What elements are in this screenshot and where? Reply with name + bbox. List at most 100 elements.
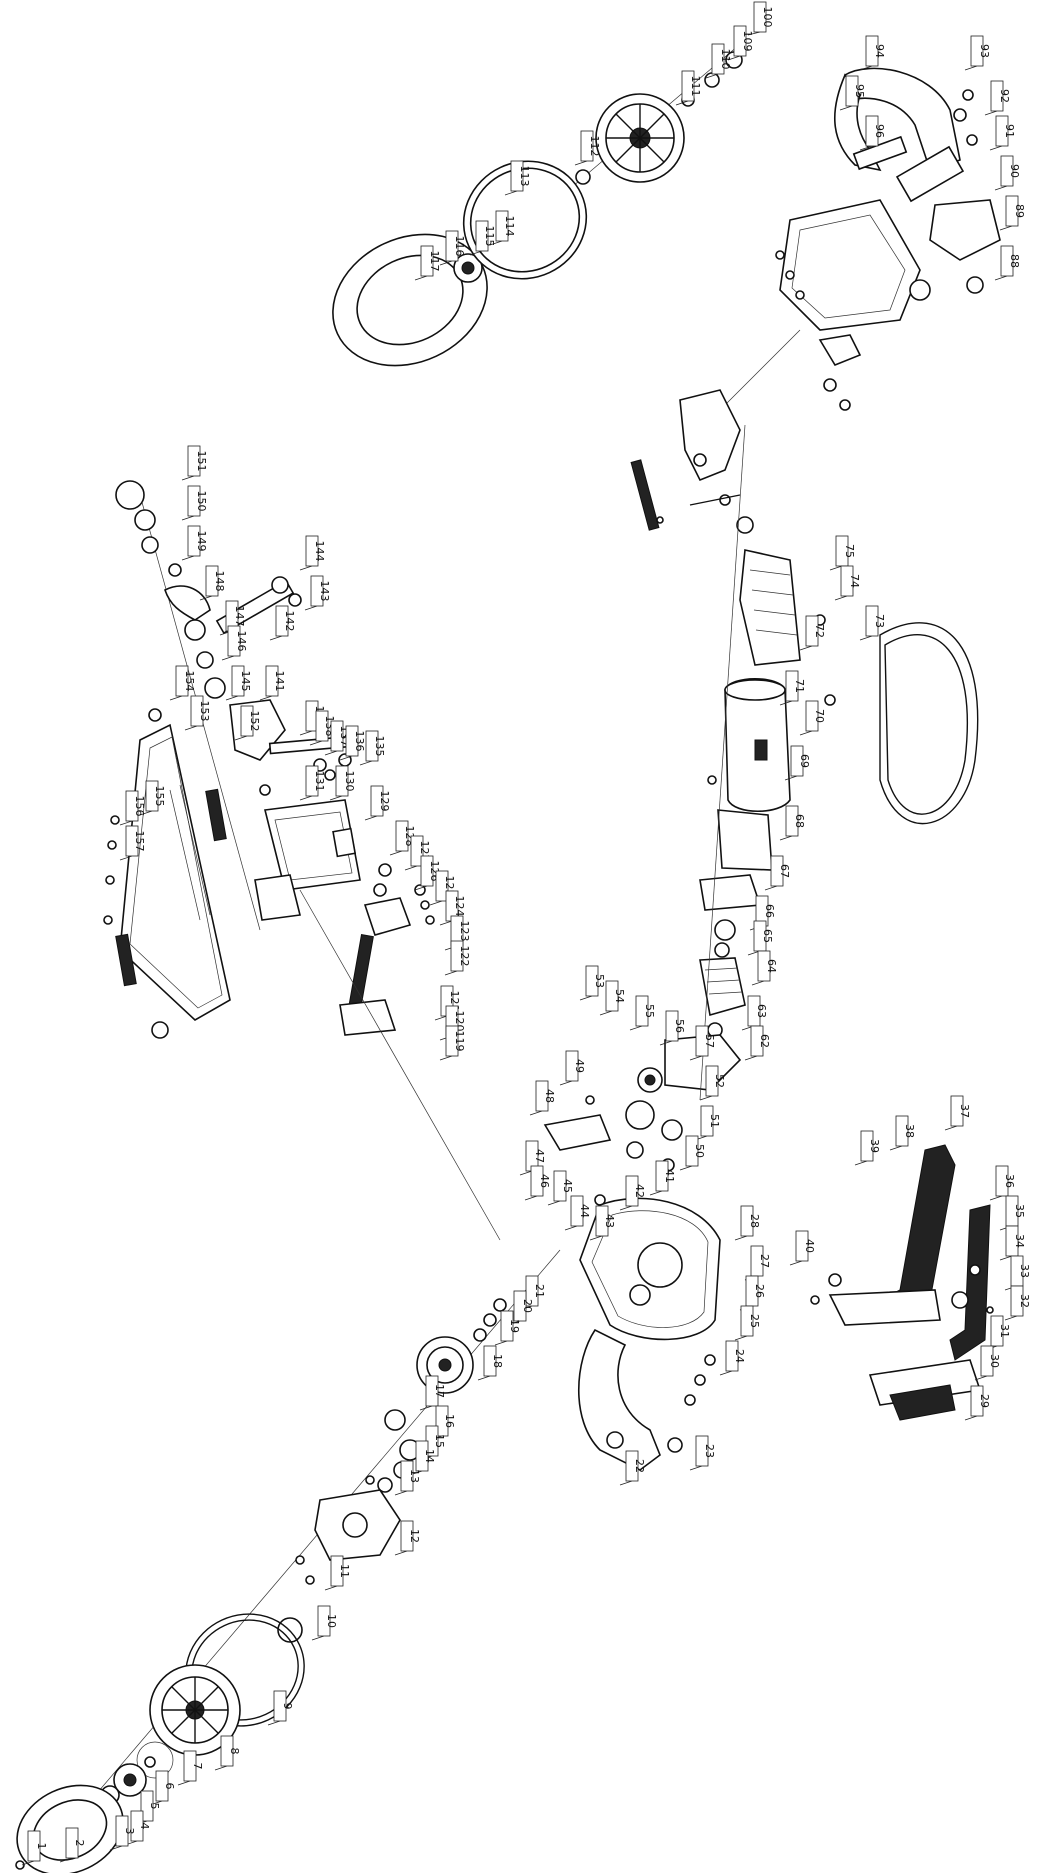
callout-number: 28	[748, 1214, 761, 1228]
callout-box	[227, 625, 241, 657]
callout-number: 62	[758, 1034, 771, 1048]
callout-number: 6	[163, 1783, 176, 1790]
callout-number: 26	[753, 1284, 766, 1298]
callout-110: 110	[705, 43, 732, 79]
callout-number: 42	[633, 1184, 646, 1198]
callout-leader-line	[299, 730, 313, 736]
callout-leader-line	[747, 31, 761, 36]
callout-number: 50	[693, 1144, 706, 1158]
callout-box	[335, 765, 349, 797]
callout-number: 1	[35, 1843, 48, 1850]
callout-number: 34	[1013, 1234, 1026, 1248]
callout-number: 88	[1008, 254, 1021, 268]
callout-number: 119	[453, 1031, 466, 1052]
callout-leader-line	[177, 1780, 191, 1786]
callout-number: 40	[803, 1239, 816, 1253]
callout-number: 113	[518, 166, 531, 187]
callout-157: 157	[119, 825, 146, 861]
callout-94: 94	[859, 35, 886, 71]
callout-number: 89	[1013, 204, 1026, 218]
callout-3: 3	[109, 1815, 136, 1851]
callout-144: 144	[299, 535, 326, 571]
callout-number: 100	[761, 7, 774, 28]
callout-number: 37	[958, 1104, 971, 1118]
callout-leader-line	[649, 1190, 663, 1196]
callout-154: 154	[169, 665, 196, 701]
callout-box	[231, 665, 245, 697]
callout-49: 49	[559, 1050, 586, 1086]
callout-leader-line	[477, 1375, 491, 1381]
callout-number: 64	[765, 959, 778, 973]
callout-box	[130, 1810, 144, 1842]
callout-29: 29	[964, 1385, 991, 1421]
callout-box	[190, 695, 204, 727]
callout-number: 154	[183, 671, 196, 692]
callout-number: 49	[573, 1059, 586, 1073]
callout-leader-line	[181, 515, 195, 521]
callout-leader-line	[859, 65, 873, 71]
base-frame-assembly	[810, 1144, 994, 1421]
callout-51: 51	[694, 1105, 721, 1141]
callout-151: 151	[181, 445, 208, 481]
callout-number: 17	[433, 1384, 446, 1398]
callout-number: 145	[239, 671, 252, 692]
callout-number: 117	[428, 251, 441, 272]
callout-leader-line	[744, 1055, 758, 1061]
callout-number: 9	[281, 1703, 294, 1710]
callout-box	[980, 1345, 994, 1377]
callout-63: 63	[741, 995, 768, 1031]
callout-box	[625, 1450, 639, 1482]
callout-number: 156	[133, 796, 146, 817]
callout-box	[565, 1050, 579, 1082]
callout-129: 129	[364, 785, 391, 821]
callout-37: 37	[944, 1095, 971, 1131]
callout-box	[330, 720, 344, 752]
callout-136: 136	[339, 725, 366, 761]
callout-9: 9	[267, 1690, 294, 1726]
callout-leader-line	[579, 995, 593, 1001]
callout-111: 111	[675, 70, 702, 106]
callout-box	[530, 1165, 544, 1197]
callout-number: 38	[903, 1124, 916, 1138]
callout-box	[510, 160, 524, 192]
callout-leader-line	[324, 1585, 338, 1591]
callout-119: 119	[439, 1025, 466, 1061]
callout-box	[685, 1135, 699, 1167]
callout-leader-line	[414, 275, 428, 281]
callout-69: 69	[784, 745, 811, 781]
callout-box	[950, 1095, 964, 1127]
callout-leader-line	[799, 730, 813, 736]
callout-55: 55	[629, 995, 656, 1031]
callout-36: 36	[989, 1165, 1016, 1201]
callout-box	[970, 1385, 984, 1417]
callout-114: 114	[489, 210, 516, 246]
callout-leader-line	[429, 900, 443, 906]
callout-box	[513, 1290, 527, 1322]
callout-box	[115, 1815, 129, 1847]
callout-57: 57	[689, 1025, 716, 1061]
callout-leader-line	[547, 1200, 561, 1206]
callout-141: 141	[259, 665, 286, 701]
callout-leader-line	[829, 565, 843, 571]
callout-leader-line	[889, 1145, 903, 1151]
callout-95: 95	[839, 75, 866, 111]
callout-leader-line	[269, 635, 283, 641]
callout-leader-line	[789, 1260, 803, 1266]
callout-leader-line	[984, 110, 998, 116]
callout-number: 131	[313, 771, 326, 792]
callout-leader-line	[675, 100, 689, 106]
callout-number: 55	[643, 1004, 656, 1018]
callout-92: 92	[984, 80, 1011, 116]
callout-26: 26	[739, 1275, 766, 1311]
callout-21: 21	[519, 1275, 546, 1311]
callout-17: 17	[419, 1375, 446, 1411]
callout-number: 39	[868, 1139, 881, 1153]
callout-leader-line	[619, 1205, 633, 1211]
callout-112: 112	[574, 130, 601, 166]
callout-box	[370, 785, 384, 817]
callout-box	[187, 445, 201, 477]
callout-43: 43	[589, 1205, 616, 1241]
callout-number: 130	[343, 771, 356, 792]
callout-number: 23	[703, 1444, 716, 1458]
